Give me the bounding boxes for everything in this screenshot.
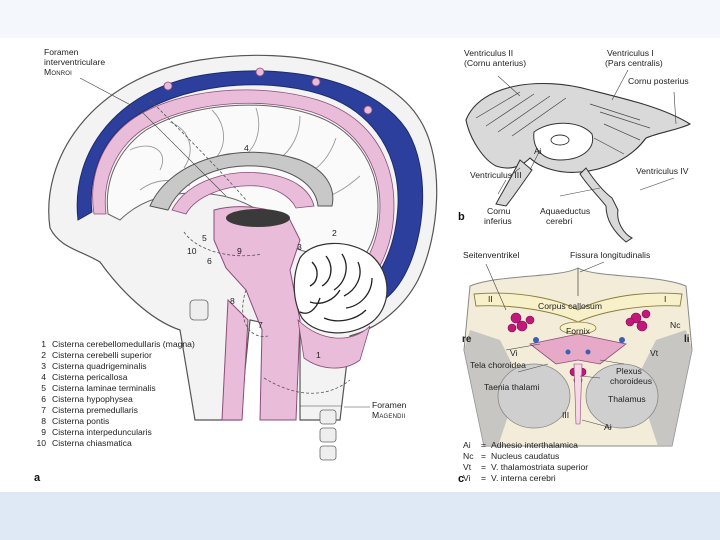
vertebrae <box>189 299 337 461</box>
ventriculus-i-line-2: (Pars centralis) <box>605 58 663 68</box>
figure-number-7: 7 <box>258 320 263 330</box>
panel-c-leader-lines <box>485 261 625 429</box>
panel-letter-b: b <box>458 211 465 223</box>
cornu-inferius-line-2: inferius <box>484 216 512 226</box>
vt-label: Vt <box>650 348 659 358</box>
figure-number-2: 2 <box>332 228 337 238</box>
ventriculus-i-line-1: Ventriculus I <box>607 48 654 58</box>
re-label: re <box>462 334 472 345</box>
vein-vt-left <box>533 337 539 343</box>
panel-letter-c: c <box>458 473 465 485</box>
fissura-label: Fissura longitudinalis <box>570 250 651 260</box>
figure-number-10: 10 <box>187 246 197 256</box>
foramen-monroi-line-3: Monroi <box>44 67 73 77</box>
figure-number-5: 5 <box>202 233 207 243</box>
ventriculus-ii-line-2: (Cornu anterius) <box>464 58 527 68</box>
panel-a-drawing <box>48 54 438 461</box>
foramen-monroi-line-1: Foramen <box>44 47 79 57</box>
panel-b-ai-label: Ai <box>534 146 542 156</box>
inferior-horn-and-aqueduct <box>495 159 633 243</box>
figure-number-4: 4 <box>244 143 249 153</box>
figure-number-9: 9 <box>237 246 242 256</box>
panel-letter-a: a <box>34 472 41 484</box>
roman-i-label: I <box>664 294 667 304</box>
foramen-monroi-line-2: interventriculare <box>44 57 106 67</box>
thalamus-label: Thalamus <box>608 394 646 404</box>
aquaeductus-line-1: Aquaeductus <box>540 206 591 216</box>
tela-choroidea-label: Tela choroidea <box>470 360 526 370</box>
seitenventrikel-label: Seitenventrikel <box>463 250 520 260</box>
abbreviation-row: Nc=Nucleus caudatus <box>463 451 560 461</box>
taenia-thalami-label: Taenia thalami <box>484 382 540 392</box>
li-label: li <box>684 334 690 345</box>
figure-number-8: 8 <box>230 296 235 306</box>
vein-vt-right <box>619 337 625 343</box>
fornix <box>559 321 597 335</box>
arachnoid-granulations <box>163 67 373 115</box>
figure-number-1: 1 <box>316 350 321 360</box>
plexus-line-1: Plexus <box>616 366 642 376</box>
thalamus-left <box>497 363 571 429</box>
adhesio-interthalamica <box>550 134 570 146</box>
roman-ii-label: II <box>488 294 493 304</box>
ventriculus-iv-label: Ventriculus IV <box>636 166 689 176</box>
roman-iii-label: III <box>562 410 570 420</box>
vein-vi-right <box>585 349 591 355</box>
corpus-callosum <box>149 151 334 211</box>
panel-c-drawing <box>462 250 694 450</box>
panel-a-leader-lines <box>79 77 370 408</box>
csf-flow-arrows <box>149 99 351 394</box>
vi-label: Vi <box>510 348 518 358</box>
panel-b-drawing <box>465 69 692 243</box>
figure-number-6: 6 <box>207 256 212 266</box>
panel-c-ai-label: Ai <box>604 422 612 432</box>
panel-b-leader-lines <box>497 69 677 197</box>
figure-number-3: 3 <box>297 242 302 252</box>
cisterna-magna <box>297 318 371 369</box>
third-ventricle-slit <box>573 363 583 425</box>
aquaeductus-line-2: cerebri <box>546 216 573 226</box>
foramen-magendii-line-1: Foramen <box>372 400 407 410</box>
plexus-line-2: choroideus <box>610 376 653 386</box>
cornu-inferius-line-1: Cornu <box>487 206 511 216</box>
vein-vi-left <box>565 349 571 355</box>
ventricle-hatching <box>475 91 651 155</box>
thalamus-dark <box>226 209 290 227</box>
foramen-magendii-line-2: Magendii <box>372 410 406 420</box>
cornu-posterius-label: Cornu posterius <box>628 76 689 86</box>
abbreviation-row: Vi=V. interna cerebri <box>463 473 556 483</box>
abbreviation-row: Vt=V. thalamostriata superior <box>463 462 589 472</box>
nc-label: Nc <box>670 320 681 330</box>
corpus-callosum-label: Corpus callosum <box>538 301 602 311</box>
thalamus-right <box>585 363 659 429</box>
ventriculus-iii-label: Ventriculus III <box>470 170 522 180</box>
corpus-callosum-band <box>473 292 683 323</box>
spinal-cord <box>221 298 249 421</box>
abbreviation-row: Ai=Adhesio interthalamica <box>463 440 578 450</box>
ventriculus-ii-line-1: Ventriculus II <box>464 48 514 58</box>
fornix-label: Fornix <box>566 326 590 336</box>
cerebellum <box>293 242 388 334</box>
